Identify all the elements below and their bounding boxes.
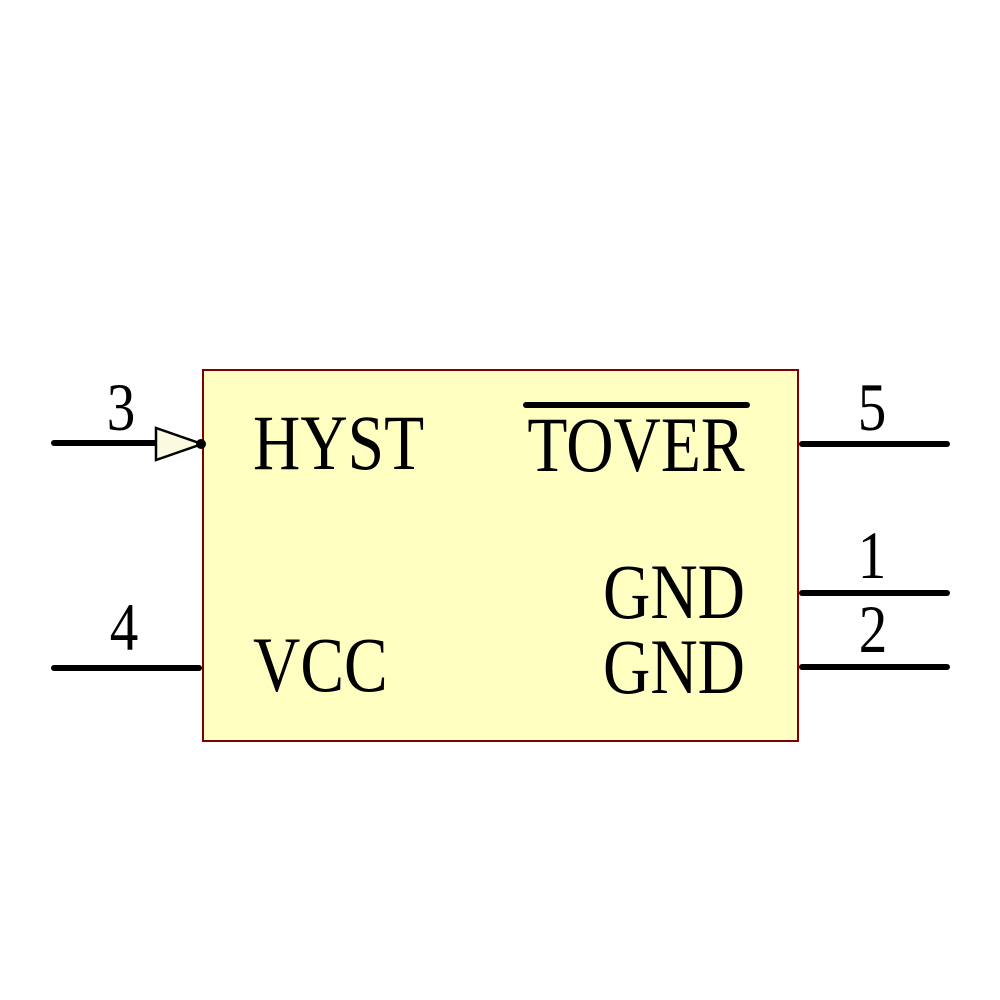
pin-label-tover: TOVER bbox=[527, 401, 745, 488]
pin-1-wire[interactable] bbox=[799, 590, 950, 596]
pin-1-number: 1 bbox=[857, 517, 887, 593]
pin-3-wire[interactable] bbox=[51, 440, 163, 446]
pin-label-hyst: HYST bbox=[253, 399, 425, 486]
pin-5-wire[interactable] bbox=[799, 441, 950, 447]
pin-label-gnd-1: GND bbox=[603, 548, 745, 635]
pin-label-gnd-2: GND bbox=[603, 623, 745, 710]
pin-3-input-triangle-icon bbox=[154, 426, 204, 462]
pin-label-vcc: VCC bbox=[253, 621, 388, 708]
pin-3-number: 3 bbox=[106, 369, 136, 445]
active-low-overline bbox=[523, 402, 750, 408]
pin-2-number: 2 bbox=[858, 591, 888, 667]
pin-4-number: 4 bbox=[109, 589, 139, 665]
pin-3-wire-tip bbox=[196, 439, 206, 449]
component-body[interactable] bbox=[202, 369, 799, 742]
pin-4-wire[interactable] bbox=[51, 665, 202, 671]
pin-5-number: 5 bbox=[857, 369, 887, 445]
pin-2-wire[interactable] bbox=[799, 664, 950, 670]
